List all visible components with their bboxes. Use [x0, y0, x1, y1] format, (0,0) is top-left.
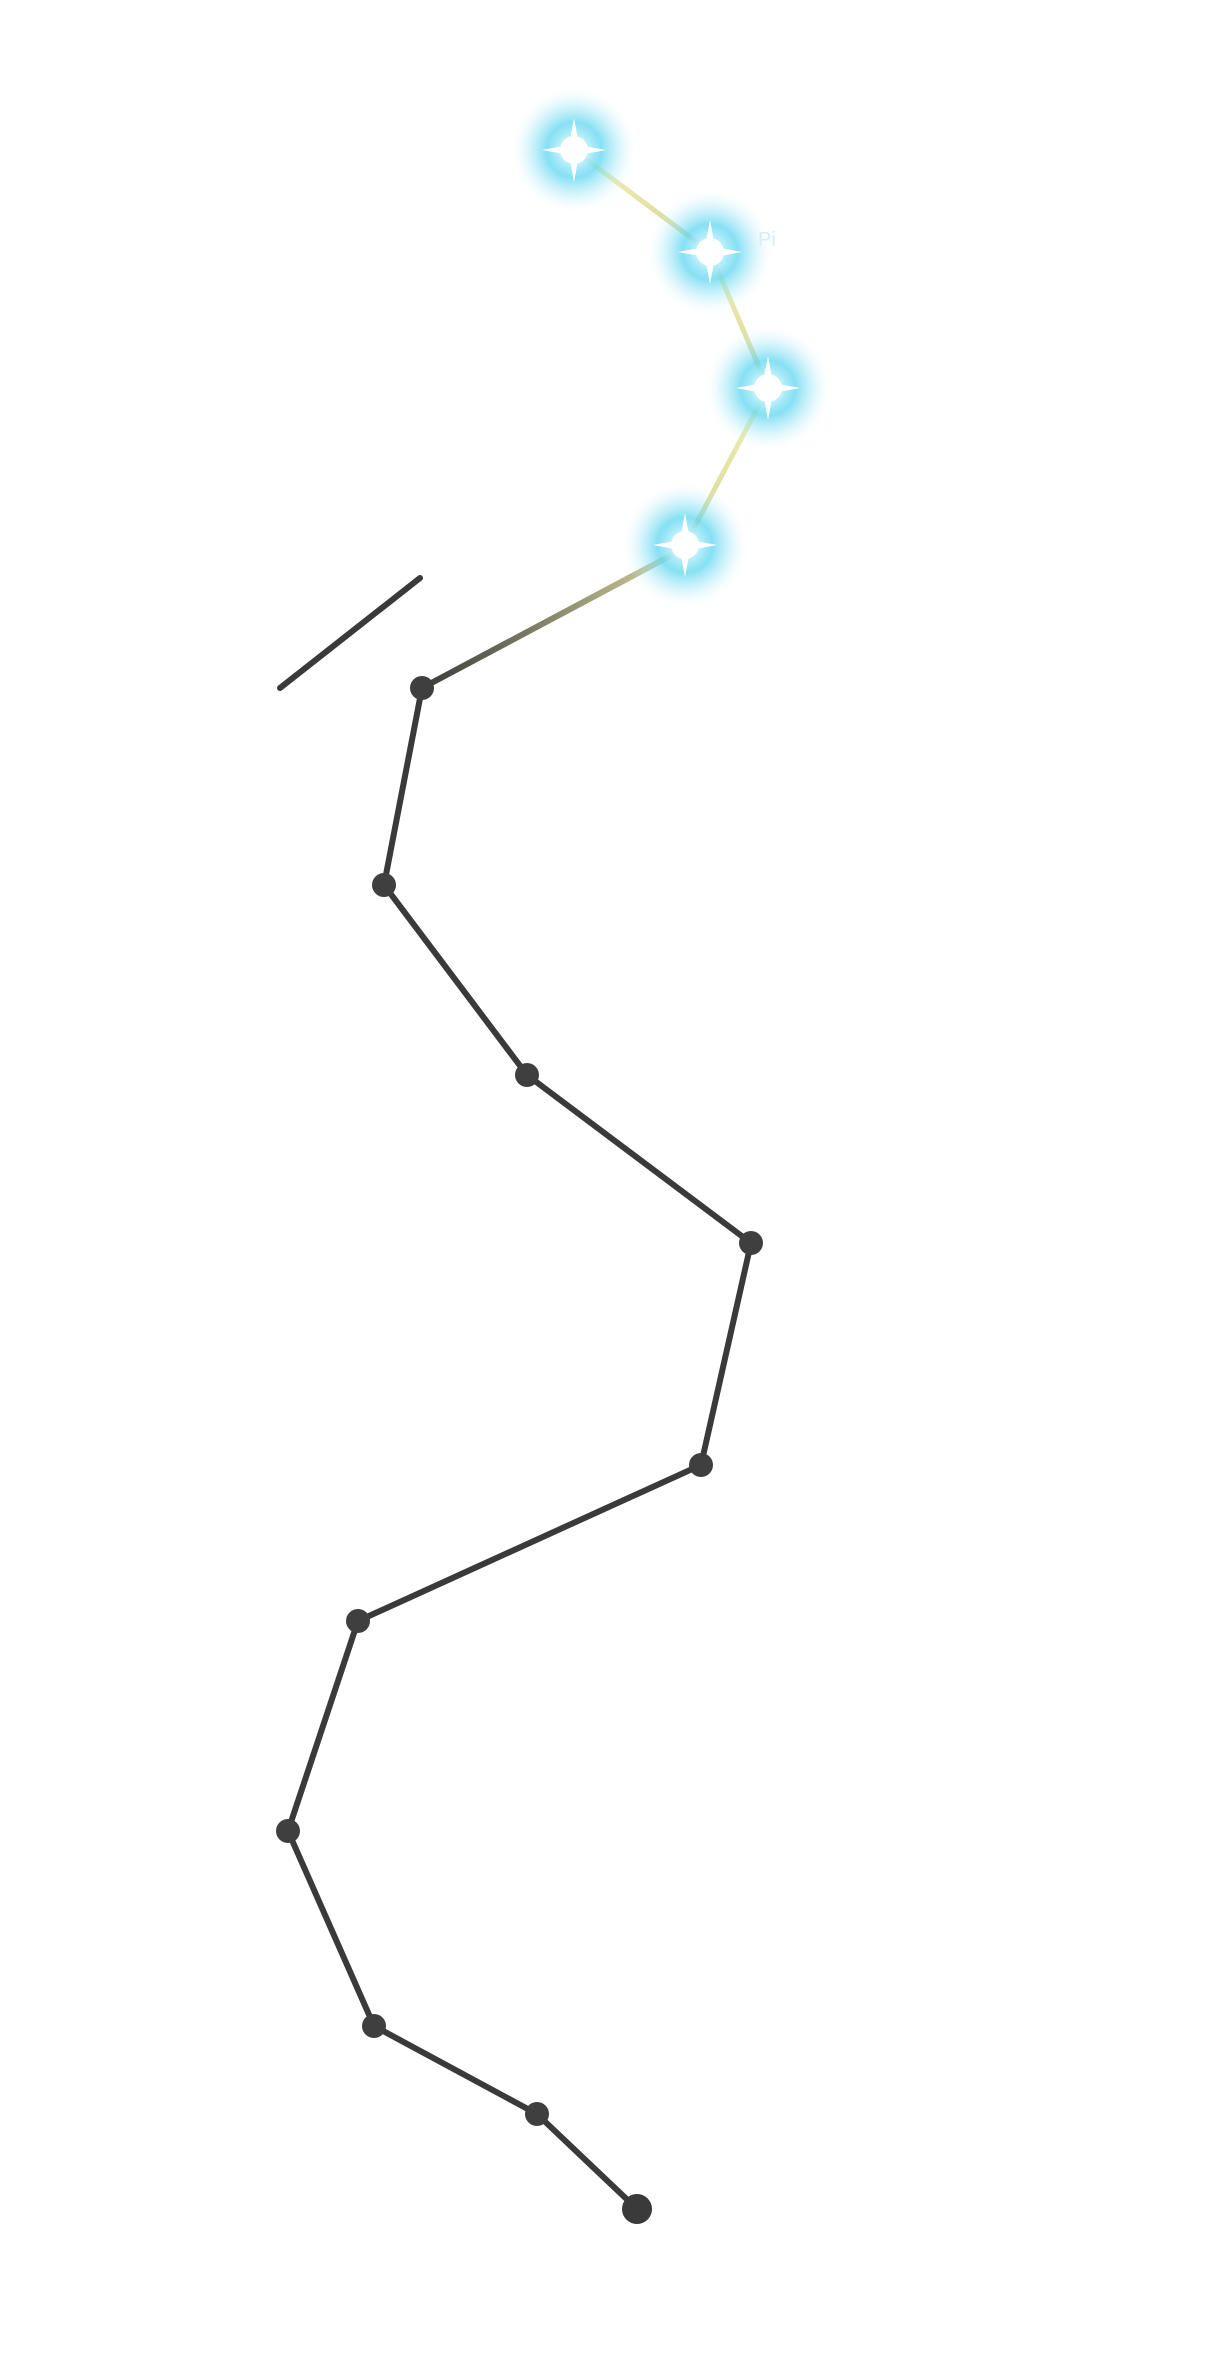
level-node-4[interactable]	[623, 483, 747, 607]
path-segment	[371, 2023, 540, 2117]
path-segment	[285, 1828, 377, 2029]
level-node-14[interactable]	[622, 2194, 652, 2224]
level-node-11[interactable]	[276, 1819, 300, 1843]
path-segment	[698, 1240, 754, 1468]
sparkle-icon	[653, 513, 717, 577]
path-segment	[355, 1462, 704, 1624]
locked-nodes	[276, 676, 763, 2224]
faint-label: Pi	[758, 229, 776, 251]
sparkle-icon	[678, 220, 742, 284]
level-node-8[interactable]	[739, 1231, 763, 1255]
level-node-13[interactable]	[525, 2102, 549, 2126]
path-segment	[524, 1072, 754, 1246]
sparkle-icon	[736, 356, 800, 420]
locked-path	[277, 575, 754, 2212]
level-node-7[interactable]	[515, 1063, 539, 1087]
level-node-10[interactable]	[346, 1609, 370, 1633]
level-node-3[interactable]	[706, 326, 830, 450]
path-segment	[285, 1618, 361, 1834]
path-segment	[534, 2111, 640, 2212]
sparkle-icon	[542, 118, 606, 182]
level-node-5[interactable]	[410, 676, 434, 700]
path-segment	[381, 882, 530, 1078]
level-node-1[interactable]	[512, 88, 636, 212]
level-node-2[interactable]	[648, 190, 772, 314]
level-node-12[interactable]	[362, 2014, 386, 2038]
path-segment	[277, 575, 423, 691]
level-node-9[interactable]	[689, 1453, 713, 1477]
completed-nodes	[512, 88, 830, 607]
path-segment	[381, 685, 425, 888]
level-node-6[interactable]	[372, 873, 396, 897]
